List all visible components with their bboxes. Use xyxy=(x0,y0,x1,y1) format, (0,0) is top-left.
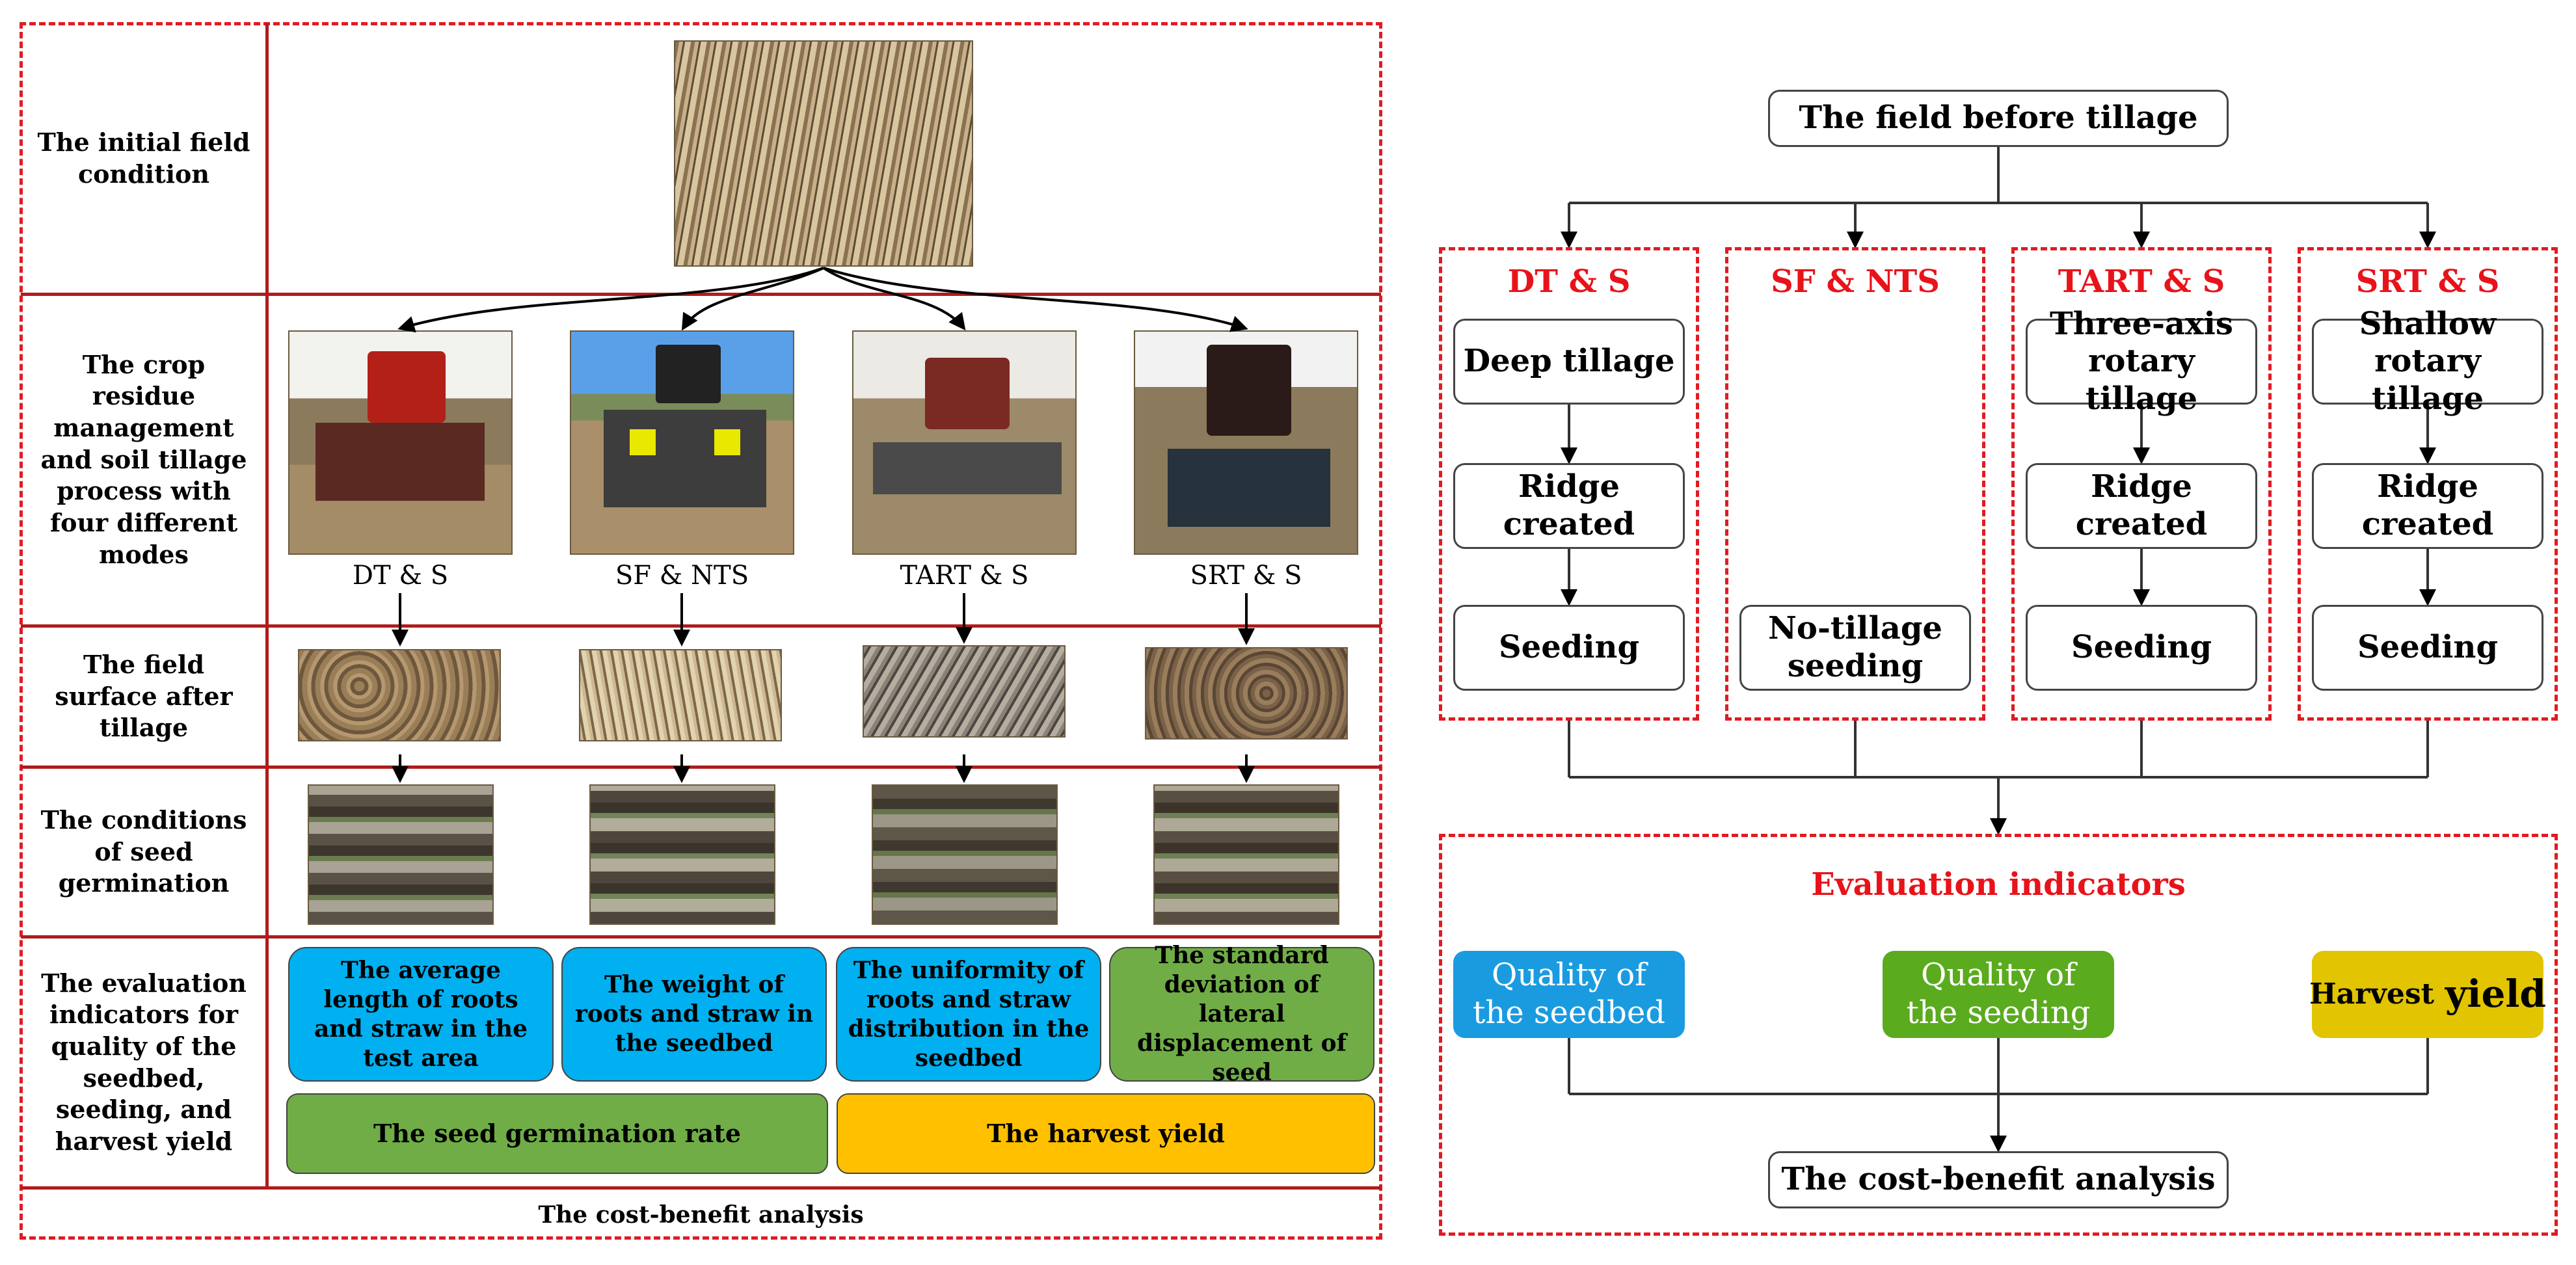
mode-title-sf: SF & NTS xyxy=(1771,263,1940,300)
indicator-harvest-yield: The harvest yield xyxy=(837,1093,1375,1174)
evaluation-title: Evaluation indicators xyxy=(1811,866,2186,903)
row-divider-3 xyxy=(21,766,1381,769)
step-shallow-rotary: Shallow rotary tillage xyxy=(2312,306,2543,417)
step-tart-ridge-created: Ridge created xyxy=(2026,463,2257,549)
row-label-initial-field: The initial field condition xyxy=(37,127,250,189)
mode-title-tart: TART & S xyxy=(2058,263,2225,300)
tractor-photo-srt xyxy=(1134,330,1358,555)
row-label-tillage-process: The crop residue management and soil til… xyxy=(40,349,247,569)
left-footer-cost-benefit: The cost-benefit analysis xyxy=(538,1201,864,1229)
tractor-photo-dt xyxy=(288,330,513,555)
evaluation-frame xyxy=(1439,834,2558,1236)
mode-caption-dt: DT & S xyxy=(352,561,449,591)
step-srt-seeding: Seeding xyxy=(2312,605,2543,691)
germination-photo-dt xyxy=(308,784,494,925)
surface-photo-dt xyxy=(298,649,501,741)
mode-frame-tart xyxy=(2011,247,2272,721)
row-label-germination: The conditions of seed germination xyxy=(40,805,247,898)
surface-photo-sf xyxy=(579,649,782,741)
curve-arrow-sf xyxy=(681,267,824,331)
row-divider-4 xyxy=(21,935,1381,939)
mode-frame-dt xyxy=(1439,247,1699,721)
yield-label: yield xyxy=(2445,972,2546,1017)
curve-arrow-dt xyxy=(397,267,824,333)
curve-arrow-srt xyxy=(823,267,1248,332)
step-no-tillage-seeding: No-tillage seeding xyxy=(1739,605,1971,691)
step-tart-seeding: Seeding xyxy=(2026,605,2257,691)
row-divider-1 xyxy=(21,293,1381,296)
indicator-uniformity: The uniformity of roots and straw distri… xyxy=(836,947,1101,1082)
mode-caption-sf: SF & NTS xyxy=(615,561,749,591)
indicator-std-deviation: The standard deviation of lateral displa… xyxy=(1109,942,1375,1086)
surface-photo-srt xyxy=(1145,647,1348,739)
indicator-average-length: The average length of roots and straw in… xyxy=(288,947,554,1082)
germination-photo-tart xyxy=(872,784,1058,925)
germination-photo-sf xyxy=(589,784,775,925)
indicator-germination-rate: The seed germination rate xyxy=(286,1093,828,1174)
row-label-field-surface: The field surface after tillage xyxy=(55,650,233,743)
step-dt-seeding: Seeding xyxy=(1453,605,1685,691)
row-label-evaluation: The evaluation indicators for quality of… xyxy=(41,968,247,1156)
field-before-tillage-box: The field before tillage xyxy=(1768,90,2229,147)
left-column-divider xyxy=(265,23,269,1188)
tractor-photo-sf xyxy=(570,330,794,555)
indicator-harvest-yield-right: Harvest yield xyxy=(2309,951,2546,1038)
mode-caption-tart: TART & S xyxy=(900,561,1029,591)
row-divider-5 xyxy=(21,1186,1381,1190)
surface-photo-tart xyxy=(863,645,1066,738)
indicator-weight: The weight of roots and straw in the see… xyxy=(561,947,827,1082)
row-divider-2 xyxy=(21,624,1381,628)
curve-arrow-tart xyxy=(822,267,966,331)
step-deep-tillage: Deep tillage xyxy=(1453,319,1685,405)
tractor-photo-tart xyxy=(852,330,1077,555)
indicator-quality-seedbed: Quality of the seedbed xyxy=(1453,951,1685,1038)
harvest-label: Harvest xyxy=(2309,977,2434,1011)
mode-caption-srt: SRT & S xyxy=(1190,561,1302,591)
mode-title-srt: SRT & S xyxy=(2355,263,2500,300)
step-dt-ridge-created: Ridge created xyxy=(1453,463,1685,549)
left-outer-frame xyxy=(20,22,1382,1240)
mode-title-dt: DT & S xyxy=(1507,263,1631,300)
mode-frame-sf xyxy=(1725,247,1985,721)
germination-photo-srt xyxy=(1153,784,1339,925)
cost-benefit-box: The cost-benefit analysis xyxy=(1768,1151,2229,1208)
step-three-axis-rotary: Three-axis rotary tillage xyxy=(2026,306,2257,417)
initial-field-photo xyxy=(674,40,973,267)
step-srt-ridge-created: Ridge created xyxy=(2312,463,2543,549)
mode-frame-srt xyxy=(2298,247,2558,721)
indicator-quality-seeding: Quality of the seeding xyxy=(1883,951,2114,1038)
